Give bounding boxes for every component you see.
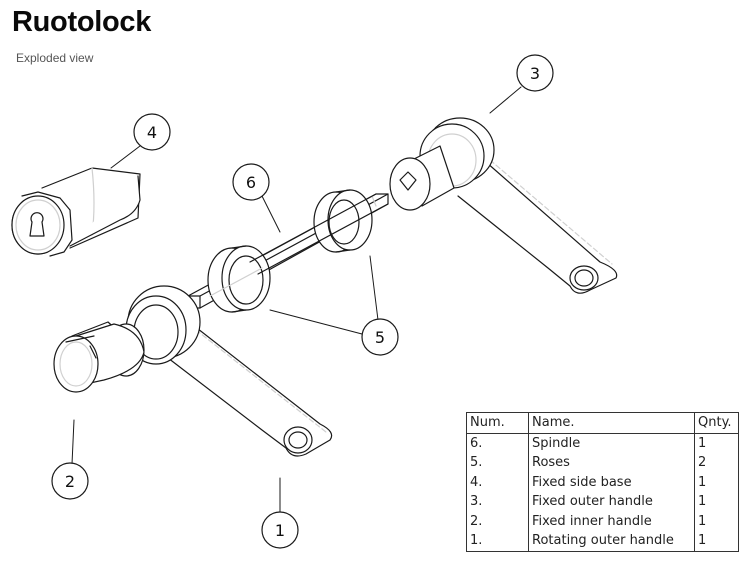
row-name: Rotating outer handle [528, 531, 695, 551]
page-title: Ruotolock [12, 6, 152, 38]
parts-list-table: Num. Name. Qnty. 6. Spindle 1 5. Roses 2… [466, 412, 739, 552]
part-rose-front [207, 245, 271, 313]
callout-5: 5 [361, 318, 399, 356]
leader-5a [269, 309, 363, 335]
part-rose-back [313, 189, 373, 253]
row-num: 6. [466, 433, 529, 453]
table-row: 1. Rotating outer handle 1 [466, 531, 739, 551]
row-num: 3. [466, 492, 529, 512]
row-qty: 2 [698, 455, 707, 470]
table-header-row: Num. Name. Qnty. [466, 412, 739, 434]
row-name: Fixed inner handle [528, 511, 695, 531]
table-row: 2. Fixed inner handle 1 [466, 511, 739, 531]
callout-6-label: 6 [246, 173, 256, 192]
part-fixed-outer-handle [389, 117, 618, 294]
header-qty: Qnty. [694, 412, 739, 434]
callout-3: 3 [516, 54, 554, 92]
spindle-shaft-edge [249, 193, 389, 275]
page-subtitle: Exploded view [16, 51, 94, 65]
callout-1: 1 [261, 511, 299, 549]
row-num: 4. [466, 472, 529, 492]
row-qty: 1 [698, 494, 707, 509]
row-num: 5. [466, 453, 529, 473]
row-qty: 1 [698, 533, 707, 548]
part-fixed-side-base [11, 167, 141, 257]
row-num: 2. [466, 511, 529, 531]
row-qty: 1 [698, 513, 707, 529]
row-name: Roses [528, 453, 695, 473]
row-num: 1. [466, 531, 529, 551]
row-qty: 1 [698, 474, 707, 490]
callout-2-label: 2 [65, 472, 75, 491]
callout-5-label: 5 [375, 328, 385, 347]
callout-3-label: 3 [530, 64, 540, 83]
table-row: 3. Fixed outer handle 1 [466, 492, 739, 512]
callout-6: 6 [232, 163, 270, 201]
part-fixed-inner-handle [53, 321, 145, 393]
callout-4-label: 4 [147, 123, 157, 142]
header-num: Num. [466, 412, 529, 434]
callout-leaders [71, 86, 522, 513]
table-row: 5. Roses 2 [466, 453, 739, 473]
row-qty: 1 [698, 435, 707, 451]
row-name: Fixed side base [528, 472, 695, 492]
leader-2 [71, 419, 75, 465]
leader-6 [261, 195, 281, 233]
row-name: Fixed outer handle [528, 492, 695, 512]
leader-3 [489, 86, 522, 114]
header-name: Name. [528, 412, 695, 434]
callout-2: 2 [51, 462, 89, 500]
leader-5b [369, 255, 379, 321]
leader-4 [110, 145, 141, 169]
row-name: Spindle [528, 433, 695, 453]
callout-1-label: 1 [275, 521, 285, 540]
table-row: 4. Fixed side base 1 [466, 472, 739, 492]
table-row: 6. Spindle 1 [466, 433, 739, 453]
callout-4: 4 [133, 113, 171, 151]
